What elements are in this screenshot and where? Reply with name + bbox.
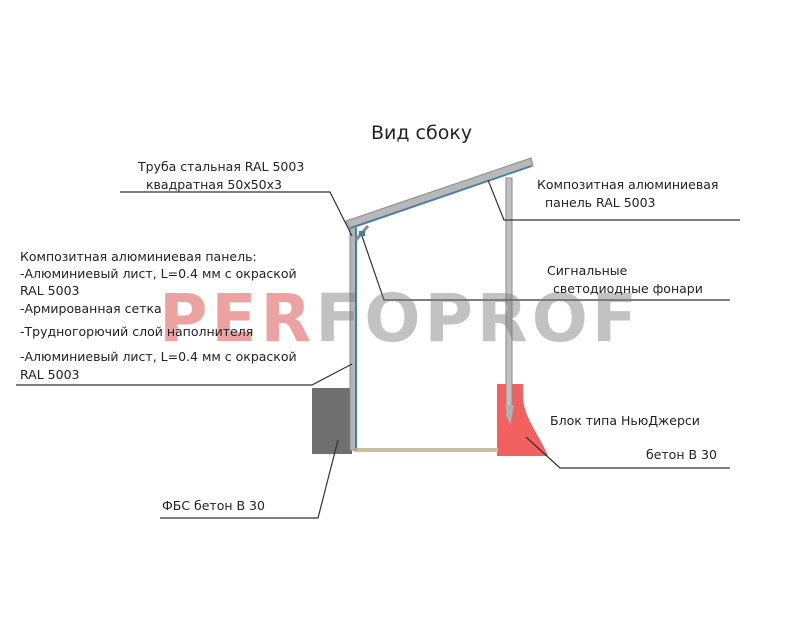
leader-panel-right: [487, 179, 740, 221]
diagram-title: Вид сбоку: [371, 122, 473, 144]
label-panel-left-5: -Трудногорючий слой наполнителя: [20, 324, 254, 339]
label-block-2: бетон В 30: [646, 447, 717, 462]
label-pipe-1: Труба стальная RAL 5003: [138, 159, 305, 174]
sloped-roof: [345, 157, 534, 230]
label-pipe-2: квадратная 50х50х3: [146, 177, 282, 192]
fbs-block: [312, 388, 352, 454]
leader-lights: [361, 235, 730, 301]
label-panel-left-4: -Армированная сетка: [20, 301, 162, 316]
label-block-1: Блок типа НьюДжерси: [550, 413, 700, 428]
watermark-part2: FOPROF: [315, 280, 641, 357]
label-panel-left-7: RAL 5003: [20, 367, 80, 382]
label-lights-1: Сигнальные: [547, 263, 628, 278]
label-panel-right-1: Композитная алюминиевая: [537, 177, 719, 192]
leader-pipe: [120, 191, 353, 237]
label-panel-right-2: панель RAL 5003: [545, 195, 656, 210]
roof-blue-line: [349, 165, 532, 229]
label-lights-2: светодиодные фонари: [553, 281, 703, 296]
left-post-blue-edge: [355, 228, 357, 448]
watermark-part1: PER: [159, 280, 316, 357]
floor-strip: [354, 448, 498, 452]
watermark: PERFOPROF: [10, 284, 790, 354]
label-panel-left-6: -Алюминиевый лист, L=0.4 мм с окраской: [20, 349, 297, 364]
label-panel-left-1: Композитная алюминиевая панель:: [20, 249, 257, 264]
new-jersey-block: [497, 384, 548, 456]
leader-fbs: [160, 439, 339, 519]
label-panel-left-3: RAL 5003: [20, 283, 80, 298]
leader-block: [525, 436, 730, 469]
signal-light: [359, 231, 365, 236]
leader-panel-left: [16, 363, 353, 386]
right-post-foot: [505, 405, 514, 426]
label-fbs: ФБС бетон В 30: [162, 498, 265, 513]
label-panel-left-2: -Алюминиевый лист, L=0.4 мм с окраской: [20, 266, 297, 281]
